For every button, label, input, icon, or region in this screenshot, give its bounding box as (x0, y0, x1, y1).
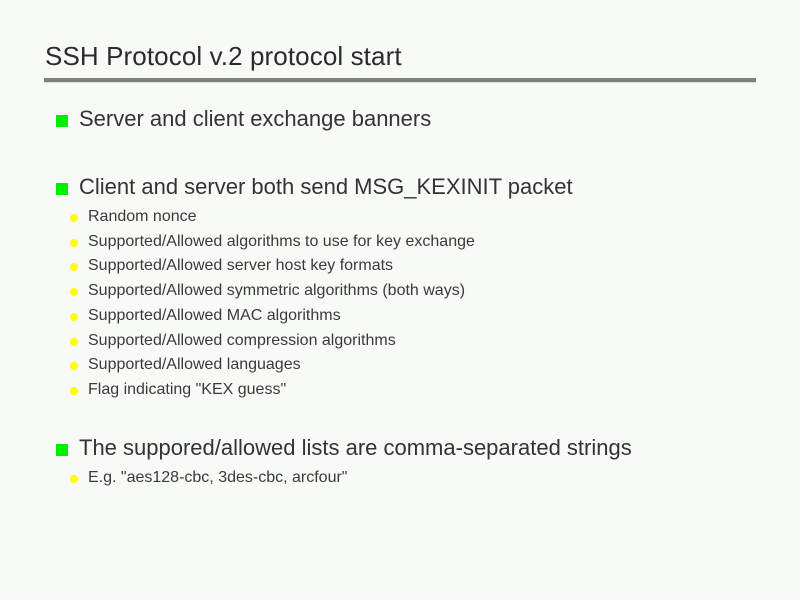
slide-body: Server and client exchange banners Clien… (0, 104, 800, 490)
title-divider (44, 78, 756, 83)
bullet-level2-label: Supported/Allowed languages (88, 356, 301, 374)
spacer (0, 403, 800, 433)
bullet-level2: E.g. "aes128-cbc, 3des-cbc, arcfour" (0, 466, 800, 491)
bullet-level1-label: The suppored/allowed lists are comma-sep… (79, 434, 632, 460)
bullet-level2-label: Supported/Allowed server host key format… (88, 257, 394, 275)
dot-bullet-icon (70, 362, 78, 371)
bullet-level2: Supported/Allowed algorithms to use for … (0, 230, 800, 255)
sub-bullet-list: E.g. "aes128-cbc, 3des-cbc, arcfour" (0, 466, 800, 491)
sub-bullet-list: Random nonce Supported/Allowed algorithm… (0, 205, 800, 403)
square-bullet-icon (56, 115, 68, 127)
dot-bullet-icon (70, 474, 78, 483)
bullet-level2-label: Supported/Allowed MAC algorithms (88, 306, 341, 324)
bullet-level2: Supported/Allowed symmetric algorithms (… (0, 279, 800, 304)
spacer (0, 134, 800, 172)
dot-bullet-icon (70, 288, 78, 297)
bullet-level2-label: Supported/Allowed compression algorithms (88, 331, 396, 349)
bullet-level2: Flag indicating "KEX guess" (0, 378, 800, 403)
bullet-level1: Client and server both send MSG_KEXINIT … (0, 172, 800, 202)
dot-bullet-icon (70, 312, 78, 321)
bullet-level1: The suppored/allowed lists are comma-sep… (0, 433, 800, 463)
bullet-level1-label: Client and server both send MSG_KEXINIT … (79, 174, 573, 199)
bullet-level2: Supported/Allowed languages (0, 353, 800, 378)
dot-bullet-icon (70, 337, 78, 346)
bullet-level1-label: Server and client exchange banners (79, 106, 432, 131)
dot-bullet-icon (70, 263, 78, 272)
bullet-level2-label: Supported/Allowed algorithms to use for … (88, 232, 475, 250)
bullet-level2-label: Supported/Allowed symmetric algorithms (… (88, 282, 466, 300)
bullet-level2: Supported/Allowed server host key format… (0, 254, 800, 279)
square-bullet-icon (56, 183, 68, 195)
dot-bullet-icon (70, 214, 78, 222)
bullet-level2: Supported/Allowed MAC algorithms (0, 304, 800, 329)
dot-bullet-icon (70, 386, 78, 395)
page-title: SSH Protocol v.2 protocol start (45, 41, 402, 71)
bullet-level1: Server and client exchange banners (0, 104, 800, 134)
bullet-level2-label: Flag indicating "KEX guess" (88, 380, 287, 398)
bullet-level2: Supported/Allowed compression algorithms (0, 329, 800, 354)
square-bullet-icon (56, 443, 68, 456)
bullet-level2-label: E.g. "aes128-cbc, 3des-cbc, arcfour" (88, 468, 348, 486)
bullet-level2: Random nonce (0, 205, 800, 230)
bullet-level2-label: Random nonce (88, 208, 197, 225)
dot-bullet-icon (70, 238, 78, 247)
